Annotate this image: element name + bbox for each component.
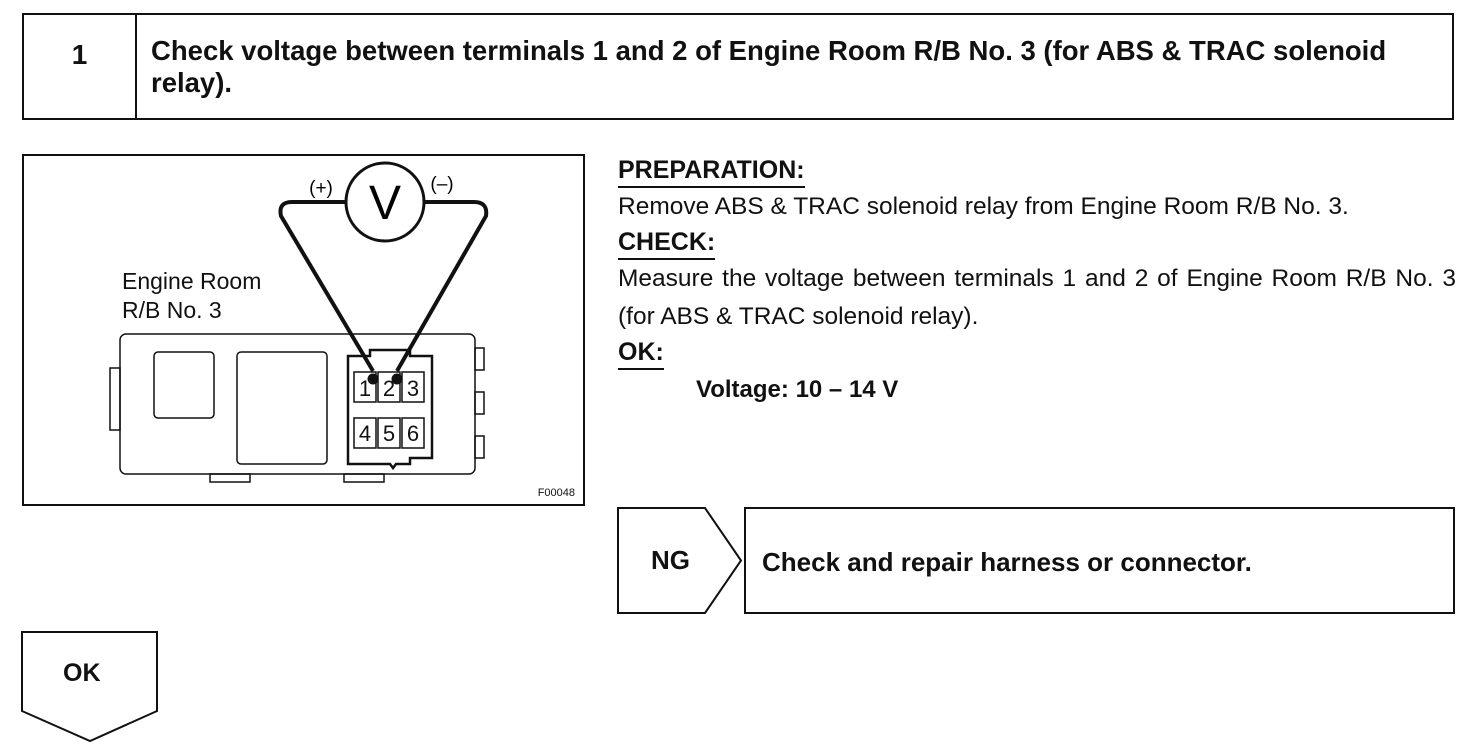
probe-positive-label: (+) bbox=[309, 178, 333, 199]
probe-negative-label: (–) bbox=[430, 174, 453, 195]
ng-action-text: Check and repair harness or connector. bbox=[762, 547, 1252, 577]
check-heading: CHECK: bbox=[618, 226, 716, 260]
wiring-figure: V (+) (–) 1 2 3 4 5 bbox=[22, 154, 585, 506]
step-number: 1 bbox=[71, 39, 88, 70]
terminal-1-label: 1 bbox=[359, 376, 371, 401]
ng-action-box: Check and repair harness or connector. bbox=[744, 507, 1455, 614]
relay-block bbox=[109, 333, 485, 483]
preparation-text: Remove ABS & TRAC solenoid relay from En… bbox=[618, 193, 1349, 220]
probe-contact-positive bbox=[367, 373, 379, 385]
voltmeter-symbol: V bbox=[369, 177, 401, 230]
ok-branch: OK bbox=[21, 631, 159, 743]
ok-label: OK bbox=[63, 659, 101, 687]
positive-lead bbox=[278, 200, 375, 373]
terminal-3-label: 3 bbox=[407, 376, 419, 401]
ok-spec-value: Voltage: 10 – 14 V bbox=[696, 376, 899, 403]
instructions: PREPARATION: Remove ABS & TRAC solenoid … bbox=[618, 154, 1456, 408]
figure-label: Engine Room R/B No. 3 bbox=[122, 267, 261, 325]
terminal-5-label: 5 bbox=[383, 421, 395, 446]
figure-label-line2: R/B No. 3 bbox=[122, 297, 222, 323]
figure-code: F00048 bbox=[537, 487, 575, 499]
step-title: Check voltage between terminals 1 and 2 … bbox=[151, 35, 1387, 98]
ng-label: NG bbox=[651, 545, 690, 575]
step-number-cell: 1 bbox=[24, 15, 137, 118]
ng-arrow-icon bbox=[617, 507, 743, 614]
ok-heading: OK: bbox=[618, 336, 664, 370]
voltmeter-icon bbox=[344, 161, 426, 243]
terminal-6-label: 6 bbox=[407, 421, 419, 446]
negative-lead bbox=[395, 200, 489, 372]
figure-label-line1: Engine Room bbox=[122, 268, 262, 294]
ng-branch: NG bbox=[617, 507, 743, 614]
terminal-2-label: 2 bbox=[383, 376, 395, 401]
step-header: 1 Check voltage between terminals 1 and … bbox=[22, 13, 1454, 120]
probe-contact-negative bbox=[391, 373, 403, 385]
ok-arrow-icon bbox=[21, 631, 158, 743]
terminal-4-label: 4 bbox=[359, 421, 371, 446]
check-text: Measure the voltage between terminals 1 … bbox=[618, 265, 1456, 330]
preparation-heading: PREPARATION: bbox=[618, 154, 805, 188]
voltmeter-diagram: V (+) (–) 1 2 3 4 5 bbox=[109, 161, 489, 483]
